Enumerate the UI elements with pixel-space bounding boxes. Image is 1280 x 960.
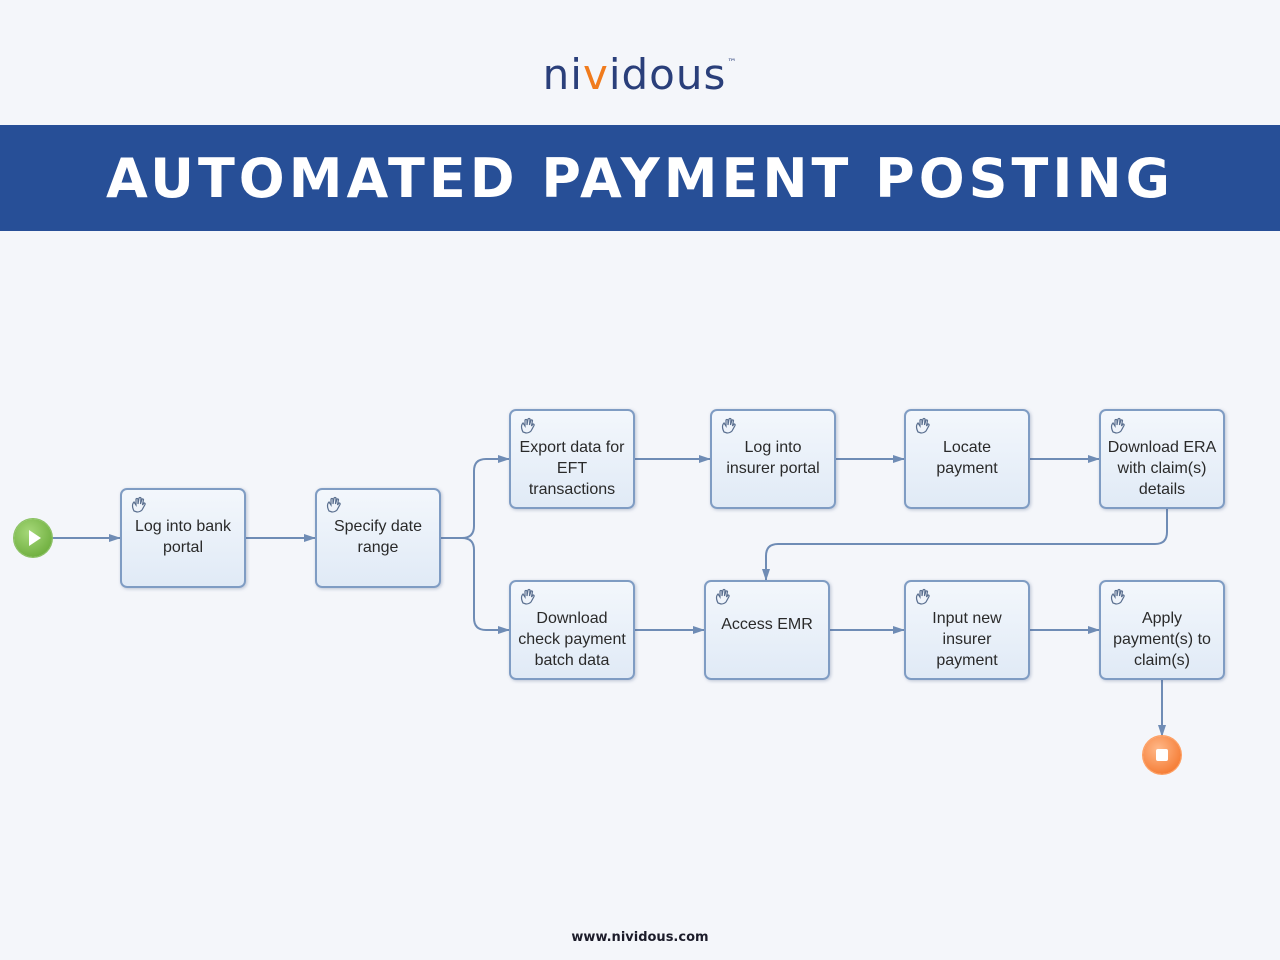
- hand-icon: [520, 417, 535, 434]
- step-label: Log into bank portal: [134, 518, 232, 556]
- hand-icon: [1110, 417, 1125, 434]
- step-label: Input new insurer payment: [932, 610, 1002, 669]
- title-banner: AUTOMATED PAYMENT POSTING: [0, 125, 1280, 231]
- hand-icon: [520, 588, 535, 605]
- start-event-icon: [14, 519, 52, 557]
- logo-accent-letter: v: [582, 50, 609, 99]
- hand-icon: [915, 588, 930, 605]
- hand-icon: [915, 417, 930, 434]
- step-label: Specify date range: [333, 518, 423, 556]
- nividous-logo: nividous™: [542, 50, 738, 99]
- step-access-emr[interactable]: Access EMR: [704, 580, 830, 680]
- hand-icon: [715, 588, 730, 605]
- step-download-check-payment[interactable]: Download check payment batch data: [509, 580, 635, 680]
- step-label: Download check payment batch data: [518, 610, 626, 669]
- step-locate-payment[interactable]: Locate payment: [904, 409, 1030, 509]
- end-event-icon: [1143, 736, 1181, 774]
- step-apply-payments[interactable]: Apply payment(s) to claim(s): [1099, 580, 1225, 680]
- trademark-mark: ™: [727, 58, 738, 68]
- hand-icon: [721, 417, 736, 434]
- hand-icon: [326, 496, 341, 513]
- page-title: AUTOMATED PAYMENT POSTING: [105, 146, 1175, 210]
- step-label: Log into insurer portal: [726, 439, 820, 477]
- footer-url[interactable]: www.nividous.com: [571, 930, 709, 945]
- step-label: Locate payment: [936, 439, 998, 477]
- step-log-into-insurer-portal[interactable]: Log into insurer portal: [710, 409, 836, 509]
- step-download-era[interactable]: Download ERA with claim(s) details: [1099, 409, 1225, 509]
- connector-date-to-export: [441, 455, 510, 539]
- connector-era-to-emr: [762, 509, 1168, 581]
- hand-icon: [1110, 588, 1125, 605]
- step-specify-date-range[interactable]: Specify date range: [315, 488, 441, 588]
- step-label: Download ERA with claim(s) details: [1107, 439, 1217, 498]
- step-log-into-bank-portal[interactable]: Log into bank portal: [120, 488, 246, 588]
- connector-date-to-check: [441, 537, 510, 634]
- hand-icon: [131, 496, 146, 513]
- play-icon: [29, 530, 41, 546]
- step-label: Apply payment(s) to claim(s): [1113, 610, 1211, 669]
- step-label: Access EMR: [721, 616, 813, 633]
- stop-icon: [1156, 749, 1168, 761]
- step-input-new-insurer-payment[interactable]: Input new insurer payment: [904, 580, 1030, 680]
- step-export-data-eft[interactable]: Export data for EFT transactions: [509, 409, 635, 509]
- step-label: Export data for EFT transactions: [519, 439, 625, 498]
